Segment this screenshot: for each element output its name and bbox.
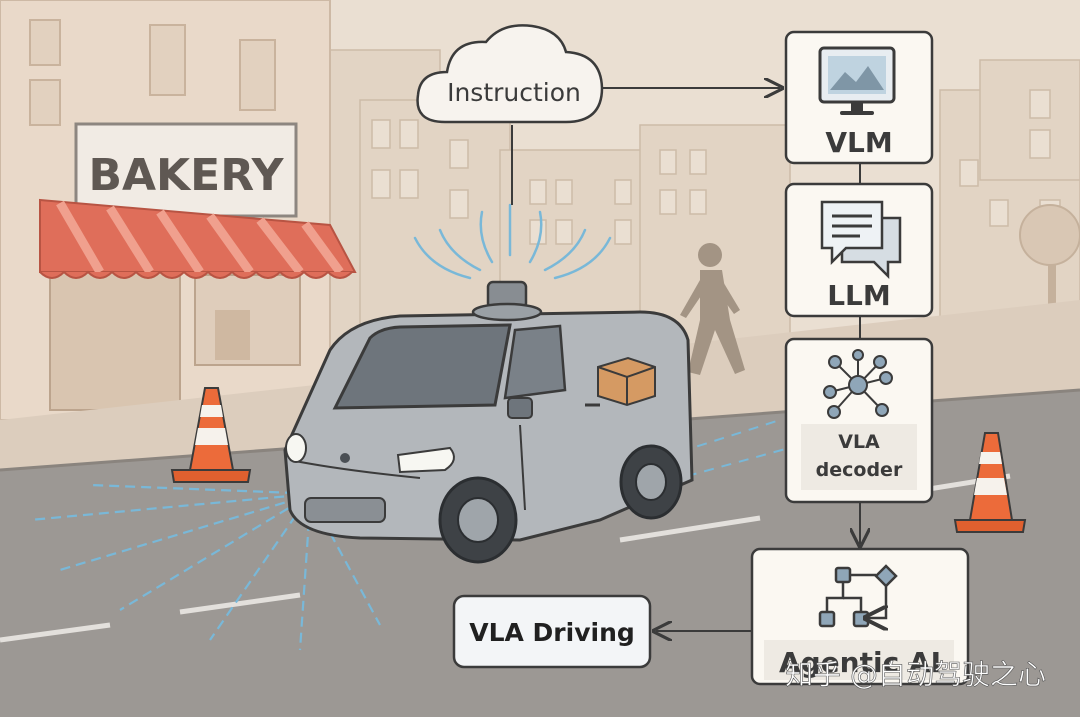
instruction-label: Instruction [447,78,581,107]
watermark: 知乎 @自动驾驶之心 [785,658,1046,691]
diagram-connectors [511,88,860,631]
llm-label: LLM [827,279,891,312]
agentic-ai-box: Agentic AI [750,547,970,686]
network-icon [823,349,893,419]
vla-label-line1: VLA [838,431,880,453]
background-windows [371,89,1061,245]
vla-label-line2: decoder [816,459,903,481]
llm-box: LLM [784,182,934,318]
awning [39,198,357,279]
tree [1019,204,1080,350]
bakery-sign-text: BAKERY [88,150,284,201]
traffic-cone-right [953,432,1027,533]
sensor-signal-waves [413,203,612,280]
vlm-label: VLM [825,126,892,159]
vla-driving-label: VLA Driving [469,618,635,647]
bakery-sign: BAKERY [74,122,298,218]
chat-bubbles-icon [820,200,902,280]
flowchart-icon [818,564,898,626]
vlm-box: VLM [784,30,934,165]
vla-driving-box: VLA Driving [452,594,652,669]
autonomous-van [283,280,694,564]
agentic-ai-label: Agentic AI [779,646,941,679]
vla-decoder-box: VLA decoder [784,337,934,504]
traffic-cone-left [170,387,252,483]
pedestrian [680,243,745,375]
monitor-icon [818,46,896,115]
instruction-cloud: Instruction [416,24,604,124]
